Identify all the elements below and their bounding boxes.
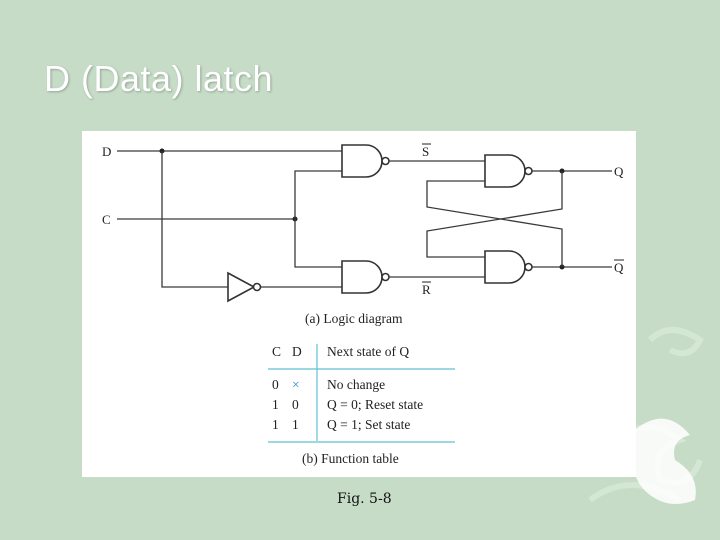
d-latch-figure: D C S R Q Q (a) Logic diagram C D Next s… [82, 131, 636, 477]
table-row-1-d: × [292, 377, 300, 392]
feedback-qbar-to-q-gate [426, 180, 563, 267]
feedback-q-to-qbar-gate [426, 171, 563, 258]
table-row-2-d: 0 [292, 397, 299, 412]
label-q: Q [614, 164, 624, 179]
nand-gate-q-bubble [524, 166, 533, 176]
nand-gate-q [484, 154, 526, 188]
table-row-3-d: 1 [292, 417, 299, 432]
wire-c-to-gate1 [294, 170, 342, 219]
nand-gate-s [341, 144, 383, 178]
logic-diagram: D C S R Q Q (a) Logic diagram C D Next s… [102, 143, 624, 466]
label-d: D [102, 144, 111, 159]
table-row-3-state: Q = 1; Set state [327, 417, 410, 432]
label-q-bar: Q [614, 260, 624, 275]
table-row-2-c: 1 [272, 397, 279, 412]
label-c: C [102, 212, 111, 227]
nand-gate-r [341, 260, 383, 294]
logic-diagram-caption: (a) Logic diagram [305, 311, 403, 326]
table-row-3-c: 1 [272, 417, 279, 432]
nand-gate-s-bubble [381, 156, 390, 166]
not-gate [227, 271, 256, 303]
function-table-caption: (b) Function table [302, 451, 399, 466]
table-header-d: D [292, 344, 302, 359]
nand-gate-qbar-bubble [524, 262, 533, 272]
table-header-c: C [272, 344, 281, 359]
slide-title: D (Data) latch [44, 58, 274, 99]
table-row-1-c: 0 [272, 377, 279, 392]
label-s-bar: S [422, 144, 429, 159]
wire-d-to-inverter [161, 151, 228, 288]
nand-gate-qbar [484, 250, 526, 284]
not-gate-bubble [252, 282, 262, 292]
label-r-bar: R [422, 282, 431, 297]
table-row-2-state: Q = 0; Reset state [327, 397, 423, 412]
table-header-next-state: Next state of Q [327, 344, 409, 359]
table-row-1-state: No change [327, 377, 385, 392]
function-table: C D Next state of Q 0 × No change 1 0 Q … [268, 344, 455, 443]
wire-c-to-gate2 [294, 219, 342, 268]
figure-caption: Fig. 5-8 [337, 491, 392, 507]
nand-gate-r-bubble [381, 272, 390, 282]
